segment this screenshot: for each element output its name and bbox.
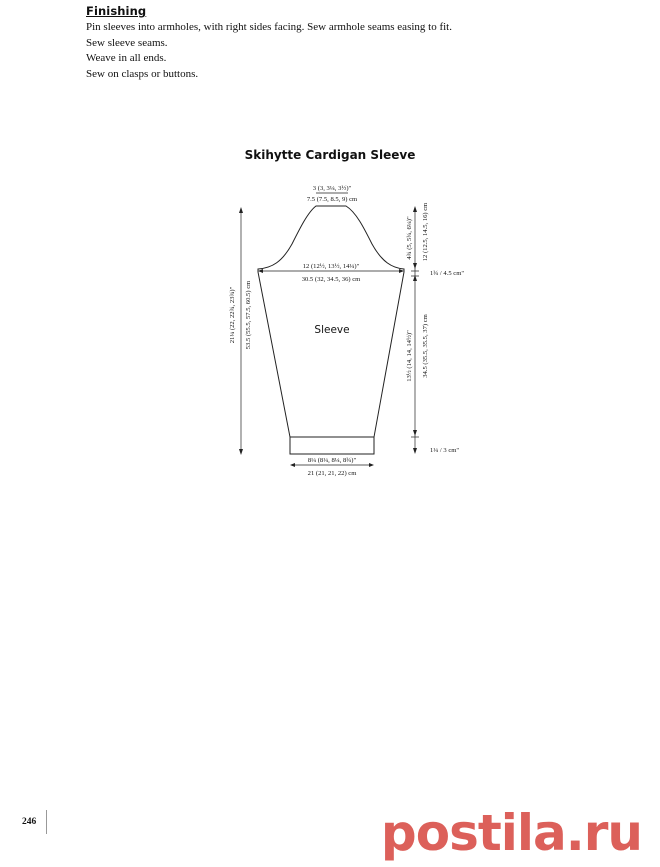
arrowhead xyxy=(413,263,417,269)
upper-width-cm: 30.5 (32, 34.5, 36) cm xyxy=(302,276,361,283)
arrowhead xyxy=(369,463,374,467)
sleeve-outline xyxy=(257,205,405,455)
page-divider xyxy=(46,810,47,834)
upper-width-in: 12 (12½, 13½, 14¼)" xyxy=(303,263,360,270)
top-width-in: 3 (3, 3¼, 3½)" xyxy=(313,185,352,192)
diagram-title: Skihytte Cardigan Sleeve xyxy=(244,148,416,162)
total-length-cm: 53.5 (55.5, 57.5, 60.5) cm xyxy=(245,280,252,349)
arrowhead xyxy=(413,275,417,281)
underarm-label: 1¾ / 4.5 cm" xyxy=(430,270,464,277)
arrowhead xyxy=(413,430,417,436)
finishing-line: Pin sleeves into armholes, with right si… xyxy=(86,21,452,33)
finishing-section: Finishing Pin sleeves into armholes, wit… xyxy=(86,4,646,82)
finishing-line: Sew on clasps or buttons. xyxy=(86,67,199,80)
sleeve-length-cm: 34.5 (35.5, 35.5, 37) cm xyxy=(422,313,429,377)
finishing-line: Weave in all ends. xyxy=(86,52,167,64)
arrowhead xyxy=(239,207,243,213)
arrowhead xyxy=(239,449,243,455)
arrowhead xyxy=(399,269,404,273)
arrowhead xyxy=(413,206,417,212)
cap-height-cm: 12 (12.5, 14.5, 16) cm xyxy=(422,202,429,261)
page-number: 246 xyxy=(22,817,37,827)
sleeve-length-in: 13½ (14, 14, 14½)" xyxy=(406,330,413,382)
watermark-logo: postila.ru xyxy=(380,804,643,862)
cap-height-in: 4¾ (5, 5¾, 6¼)" xyxy=(406,216,413,260)
finishing-line: Sew sleeve seams. xyxy=(86,36,168,49)
arrowhead xyxy=(290,463,295,467)
arrowhead xyxy=(413,448,417,454)
cuff-width-in: 8¼ (8¼, 8¼, 8¾)" xyxy=(308,457,357,464)
cuff-depth-label: 1¼ / 3 cm" xyxy=(430,447,459,454)
finishing-heading: Finishing xyxy=(86,4,147,18)
cuff-width-cm: 21 (21, 21, 22) cm xyxy=(308,470,358,477)
sleeve-label: Sleeve xyxy=(314,324,349,336)
arrowhead xyxy=(258,269,263,273)
total-length-in: 21¼ (22, 22¾, 23¾)" xyxy=(229,286,236,343)
top-width-cm: 7.5 (7.5, 8.5, 9) cm xyxy=(307,196,358,203)
